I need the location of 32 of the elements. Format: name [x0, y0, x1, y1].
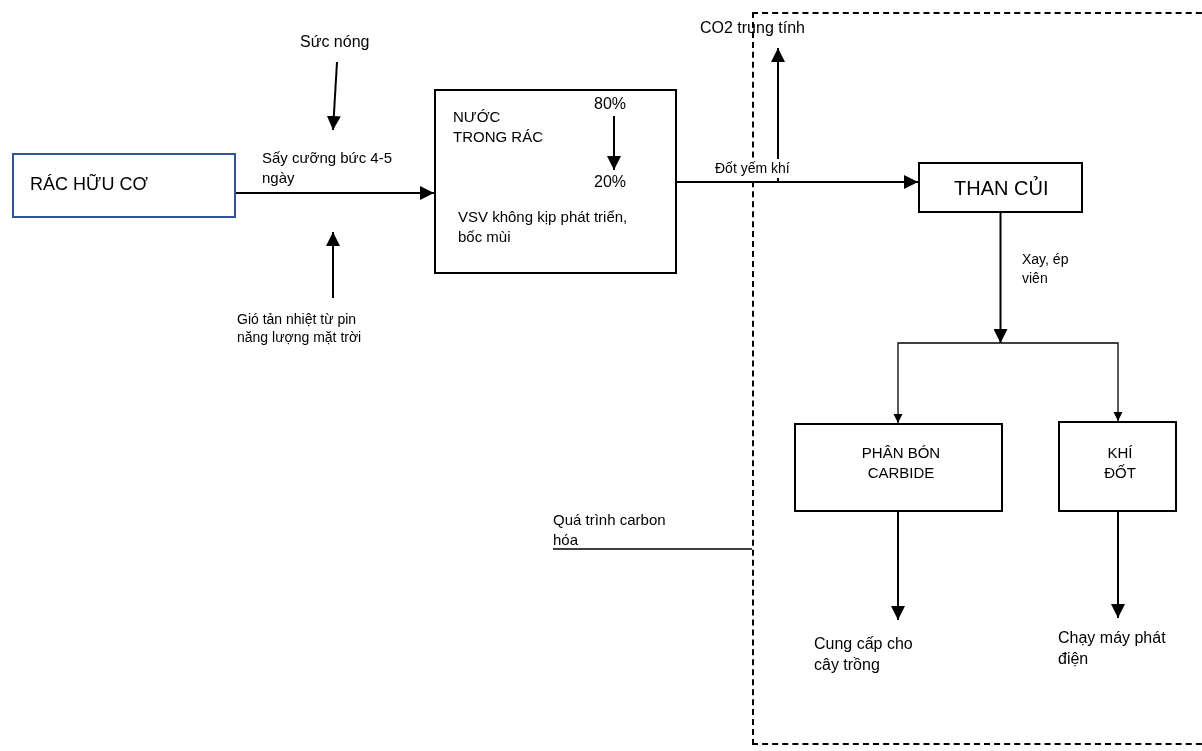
text-label: Chạy máy phát điện	[1058, 628, 1167, 669]
arrow	[891, 511, 905, 621]
text-label: Quá trình carbon hóa	[553, 510, 667, 549]
arrow	[235, 186, 435, 200]
box-label: NƯỚC TRONG RÁC	[453, 107, 544, 146]
process-box	[1058, 421, 1177, 512]
arrow	[771, 47, 785, 183]
process-box	[794, 423, 1003, 512]
arrow	[607, 115, 621, 171]
box-label: PHÂN BÓN CARBIDE	[860, 443, 942, 482]
arrow	[993, 212, 1008, 344]
arrow	[326, 231, 340, 299]
process-box	[918, 162, 1083, 213]
box-label: KHÍ ĐỐT	[1103, 443, 1137, 482]
box-label: RÁC HỮU CƠ	[30, 173, 149, 196]
process-box	[12, 153, 236, 218]
text-label: Sức nóng	[300, 32, 371, 52]
arrow	[676, 175, 919, 189]
leader-line	[552, 548, 753, 550]
text-label: 80%	[594, 94, 628, 114]
box-label: VSV không kịp phát triển, bốc mùi	[458, 207, 628, 246]
process-box	[434, 89, 677, 274]
arrow	[893, 342, 1002, 424]
text-label: Gió tản nhiệt từ pin năng lượng mặt trời	[237, 310, 363, 347]
text-label: CO2 trung tính	[700, 18, 806, 38]
text-label: 20%	[594, 172, 628, 192]
arrow	[326, 61, 341, 131]
arrow	[1111, 511, 1125, 619]
edge-label: Đốt yếm khí	[715, 159, 790, 178]
text-label: Cung cấp cho cây trồng	[814, 634, 914, 675]
box-label: THAN CỦI	[954, 175, 1050, 201]
arrow	[999, 342, 1123, 422]
